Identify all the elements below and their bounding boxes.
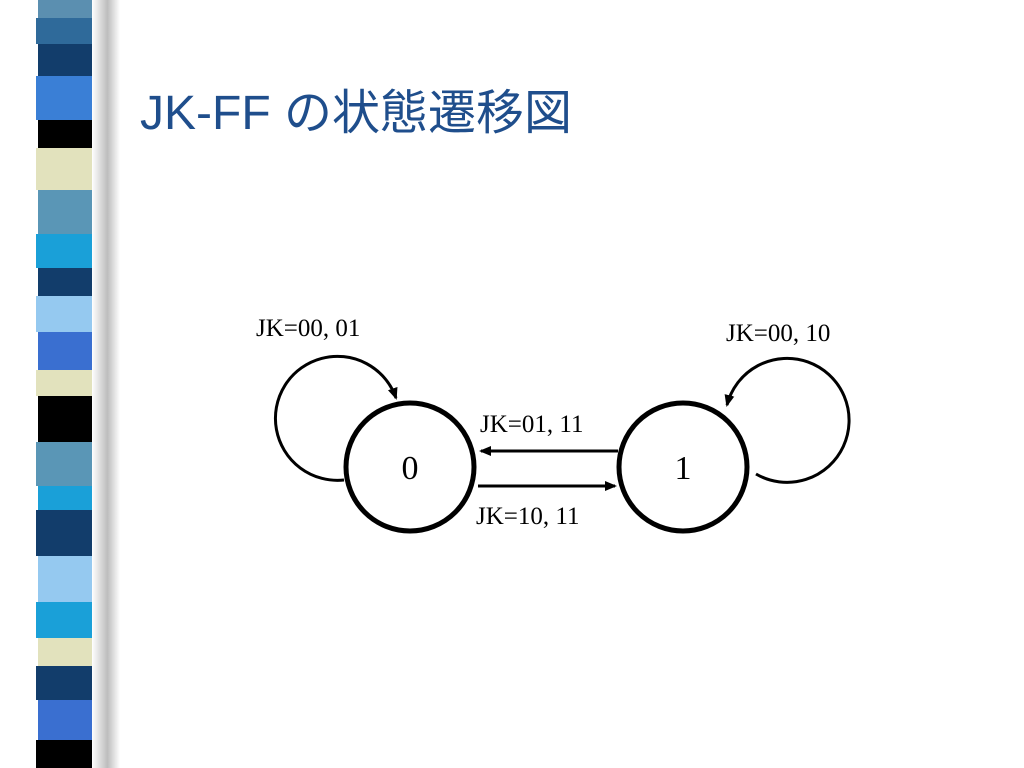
decorative-stripe-bar — [0, 0, 120, 768]
state-label-1: 1 — [675, 450, 692, 487]
self-loop-arrow-0 — [273, 354, 398, 482]
self-loop-arrow-1 — [724, 356, 851, 484]
self-loop-label-0: JK=00, 01 — [256, 315, 360, 342]
transition-label-1-to-0: JK=01, 11 — [480, 411, 583, 438]
page-title: JK-FF の状態遷移図 — [140, 87, 572, 140]
stripe-blocks — [36, 0, 92, 768]
transition-label-0-to-1: JK=10, 11 — [476, 503, 579, 530]
state-label-0: 0 — [402, 450, 419, 487]
self-loop-label-1: JK=00, 10 — [726, 320, 830, 347]
state-node-1 — [616, 400, 750, 534]
state-node-0 — [343, 400, 477, 534]
